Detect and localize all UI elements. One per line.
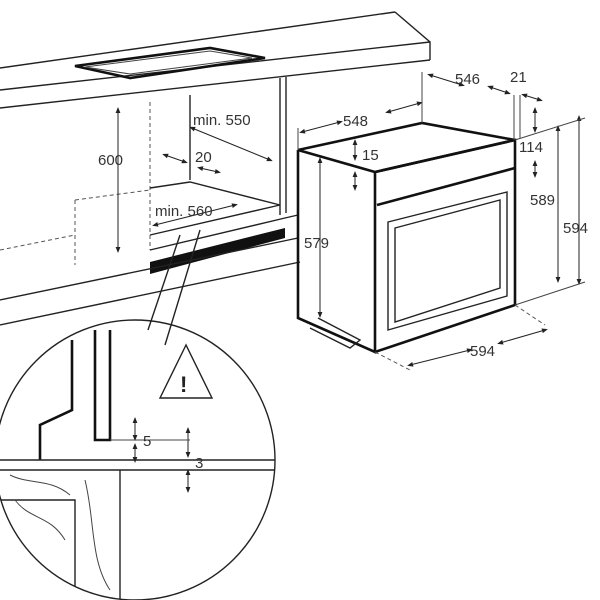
dim-min-550: min. 550	[193, 112, 251, 129]
dim-min-560: min. 560	[155, 203, 213, 220]
dim-589: 589	[530, 192, 555, 209]
dim-594-height: 594	[563, 220, 588, 237]
dim-594-width: 594	[470, 343, 495, 360]
dim-5: 5	[143, 433, 151, 450]
dim-600: 600	[98, 152, 123, 169]
warning-icon	[158, 343, 214, 399]
dim-3: 3	[195, 455, 203, 472]
hob	[74, 46, 266, 80]
dim-546: 546	[455, 71, 480, 88]
dim-21: 21	[510, 69, 527, 86]
dim-15: 15	[362, 147, 379, 164]
oven	[296, 121, 517, 354]
detail-callout	[0, 319, 276, 600]
dimension-lines	[115, 72, 586, 371]
cabinet-niche	[0, 77, 301, 346]
countertop	[0, 11, 431, 109]
dim-548: 548	[343, 113, 368, 130]
dim-114: 114	[519, 139, 543, 156]
warning-mark: !	[180, 372, 187, 397]
plinth-vent	[150, 228, 285, 274]
dim-579: 579	[304, 235, 329, 252]
dim-20: 20	[195, 149, 212, 166]
